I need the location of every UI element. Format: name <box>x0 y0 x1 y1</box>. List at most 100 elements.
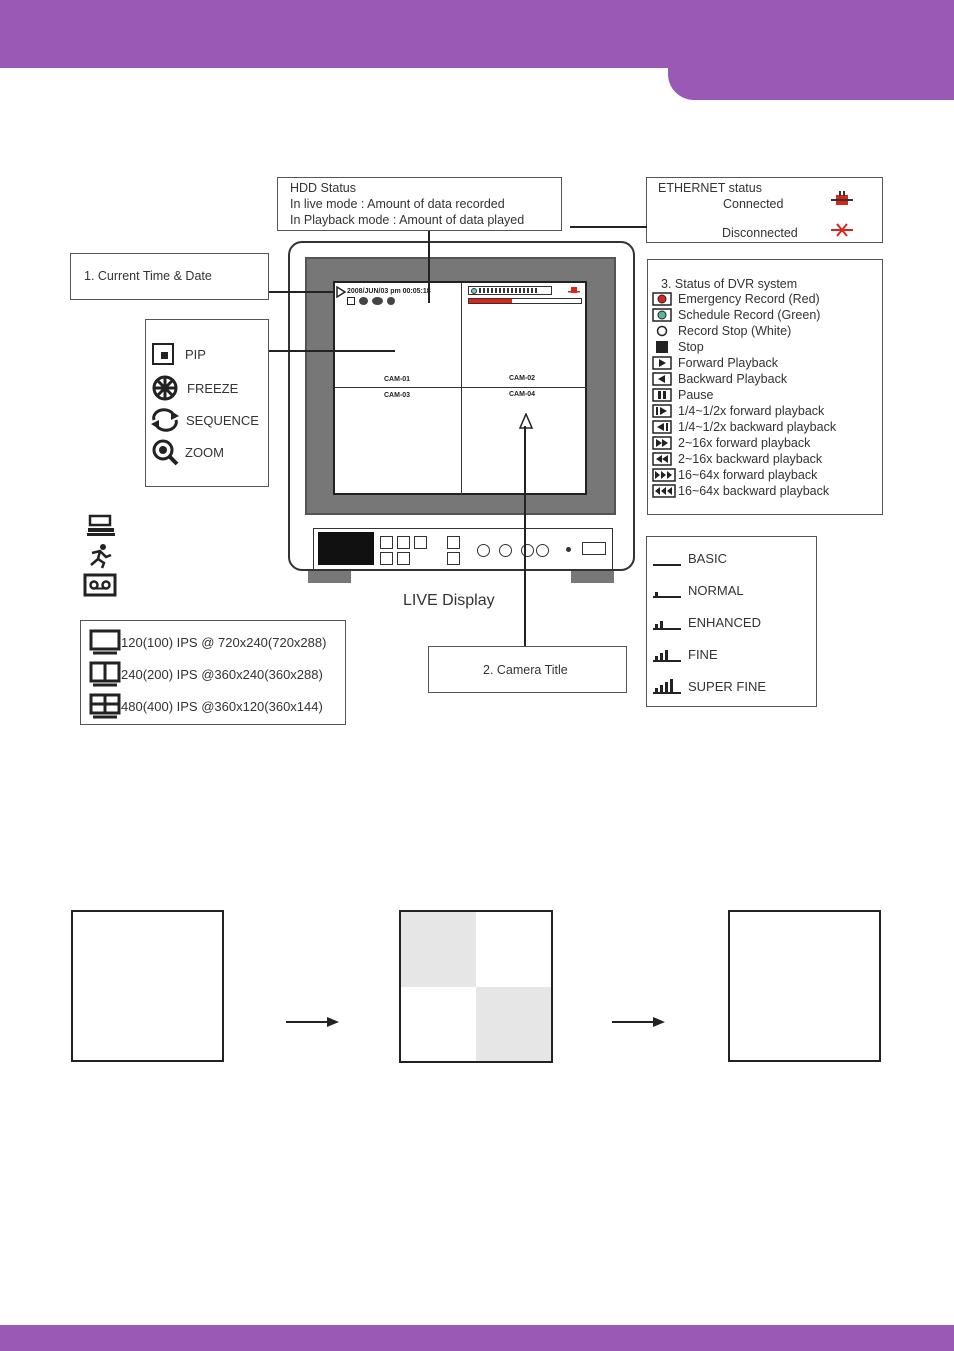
sequence-frame-2 <box>399 910 553 1063</box>
panel-led <box>566 547 571 552</box>
ethernet-connector-line <box>570 226 647 228</box>
faster-forward-icon <box>652 468 676 482</box>
freeze-icon <box>152 375 178 401</box>
dvr-status-item: Forward Playback <box>652 356 778 370</box>
sequence-mini-icon <box>372 297 383 305</box>
pip-mini-icon <box>347 297 355 305</box>
slow-backward-icon <box>652 420 672 434</box>
status-mini-block <box>479 288 539 293</box>
ips-row-dual: 240(200) IPS @360x240(360x288) <box>89 661 323 687</box>
quality-label: ENHANCED <box>688 614 761 630</box>
dvr-status-label: 16~64x forward playback <box>678 468 818 482</box>
red-dot-icon <box>652 292 672 306</box>
quality-label: SUPER FINE <box>688 678 767 694</box>
sequence-arrow-2 <box>612 1017 665 1027</box>
tool-row-freeze: FREEZE <box>151 374 238 402</box>
dvr-status-item: 1/4~1/2x forward playback <box>652 404 824 418</box>
signal-bars-icon <box>653 621 681 630</box>
dvr-status-item: 1/4~1/2x backward playback <box>652 420 836 434</box>
panel-knob-1[interactable] <box>477 544 490 557</box>
ethernet-title: ETHERNET status <box>658 181 762 195</box>
ips-row-single: 120(100) IPS @ 720x240(720x288) <box>89 629 326 655</box>
dvr-status-label: 1/4~1/2x forward playback <box>678 404 825 418</box>
dvr-status-item: 2~16x forward playback <box>652 436 810 450</box>
dvr-status-label: Forward Playback <box>678 356 779 370</box>
screen-horizontal-divider <box>335 387 587 388</box>
bottom-banner <box>0 1325 954 1351</box>
forward-icon <box>652 356 672 370</box>
record-mini-icon <box>471 287 477 294</box>
slow-forward-icon <box>652 404 672 418</box>
single-screen-icon <box>89 629 121 655</box>
fast-backward-icon <box>652 452 672 466</box>
cam-title-2: CAM-02 <box>509 375 536 382</box>
screen-tool-icons <box>347 297 395 305</box>
network-connected-icon <box>831 191 853 205</box>
freeze-mini-icon <box>359 297 368 305</box>
panel-button-2[interactable] <box>397 536 410 549</box>
dvr-status-item: 16~64x forward playback <box>652 468 817 482</box>
camera-title-connector-line <box>524 426 526 646</box>
tool-label-freeze: FREEZE <box>187 380 239 396</box>
dvr-status-item: 16~64x backward playback <box>652 484 829 498</box>
pause-icon <box>652 388 672 402</box>
monitor-foot-right <box>571 571 614 583</box>
panel-knob-2[interactable] <box>499 544 512 557</box>
tool-row-zoom: ZOOM <box>151 438 224 466</box>
quality-item: ENHANCED <box>652 613 761 631</box>
panel-power-button[interactable] <box>582 542 606 555</box>
sequence-quadrant-1 <box>401 912 476 987</box>
panel-button-6[interactable] <box>447 536 460 549</box>
ethernet-disconnected: Disconnected <box>722 226 798 240</box>
hdd-status-box: HDD Status In live mode : Amount of data… <box>277 177 562 231</box>
dvr-status-label: Pause <box>678 388 714 402</box>
camera-icon <box>87 514 115 536</box>
sequence-arrow-1 <box>286 1017 339 1027</box>
panel-knob-3[interactable] <box>521 544 534 557</box>
signal-bars-icon <box>653 592 681 598</box>
signal-bars-icon <box>653 679 681 694</box>
dvr-status-label: Backward Playback <box>678 372 788 386</box>
tool-row-sequence: SEQUENCE <box>149 407 259 433</box>
camera-title-arrow-head <box>519 413 533 429</box>
panel-button-3[interactable] <box>414 536 427 549</box>
panel-button-5[interactable] <box>397 552 410 565</box>
pip-connector-line <box>269 350 395 352</box>
dual-screen-icon <box>89 661 121 687</box>
dvr-status-box: 3. Status of DVR system Emergency Record… <box>647 259 883 515</box>
dvr-status-label: Emergency Record (Red) <box>678 292 820 306</box>
monitor-control-panel <box>313 528 613 570</box>
zoom-icon <box>152 439 179 466</box>
panel-button-7[interactable] <box>447 552 460 565</box>
dvr-status-item: 2~16x backward playback <box>652 452 822 466</box>
panel-button-4[interactable] <box>380 552 393 565</box>
backward-icon <box>652 372 672 386</box>
network-disconnected-icon <box>831 223 853 237</box>
stop-icon <box>656 341 668 353</box>
tape-record-icon <box>83 573 117 597</box>
screen-status-strip <box>468 286 552 295</box>
quality-item: FINE <box>652 645 718 663</box>
dvr-status-item: Emergency Record (Red) <box>652 292 820 306</box>
tool-label-zoom: ZOOM <box>185 444 224 460</box>
panel-button-1[interactable] <box>380 536 393 549</box>
sequence-quadrant-4 <box>476 987 551 1061</box>
top-banner <box>0 0 954 68</box>
sequence-frame-1 <box>71 910 224 1062</box>
tools-box: PIP FREEZE SEQUENCE ZOOM <box>145 319 269 487</box>
dvr-status-label: Stop <box>678 340 704 354</box>
quality-label: NORMAL <box>688 582 744 598</box>
hdd-status-live: In live mode : Amount of data recorded <box>290 197 505 211</box>
quality-item: NORMAL <box>652 581 744 599</box>
ips-row-quad: 480(400) IPS @360x120(360x144) <box>89 693 323 719</box>
quad-screen-icon <box>89 693 121 719</box>
monitor-screen: 2008/JUN/03 pm 00:05:18 CAM-01 CAM-02 CA… <box>333 281 587 495</box>
time-date-label: 1. Current Time & Date <box>84 269 212 283</box>
hdd-status-title: HDD Status <box>290 181 356 195</box>
dvr-status-item: Stop <box>652 340 704 354</box>
quality-label: FINE <box>688 646 718 662</box>
tool-label-sequence: SEQUENCE <box>186 412 259 428</box>
panel-knob-4[interactable] <box>536 544 549 557</box>
dvr-status-label: 2~16x backward playback <box>678 452 823 466</box>
